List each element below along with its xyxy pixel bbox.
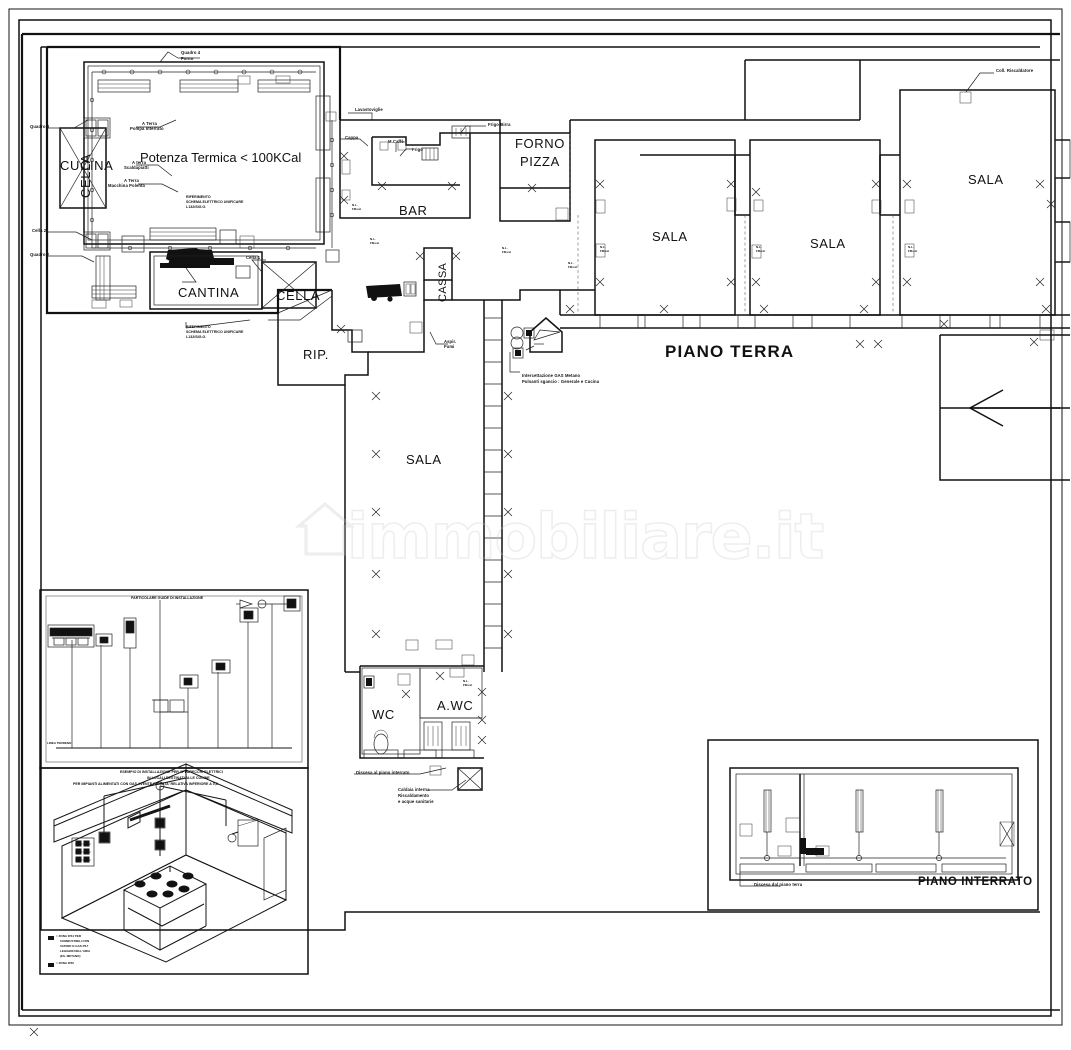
tag-nl-6-line2: FM-ret [370, 241, 380, 245]
annotation-aspir-fumi-line1: Aspir. [444, 339, 457, 344]
tag-nl-8-line1: N.L. [463, 679, 469, 683]
tag-nl-2-line2: FM-ret [568, 265, 578, 269]
room-label-awc: A.WC [437, 698, 474, 713]
tag-nl-7-line1: N.L. [502, 246, 508, 250]
detail-panel-bottom-caption-line3: PER IMPIANTI ALIMENTATI CON GAS AVENTE D… [73, 782, 218, 786]
tag-nl-7-line2: FM-ret [502, 250, 512, 254]
annotation-quadro-4-line2: Forno [181, 56, 194, 61]
detail-panel-kitchen-3d [39, 763, 309, 975]
room-label-cucina: CUCINA [60, 158, 114, 173]
piano-interrato-panel [707, 739, 1039, 911]
annotation-scaldapiatti-line2: Scaldapiatti [124, 165, 149, 170]
annotation-macchina-polenta-line1: A Terra [124, 178, 139, 183]
tag-nl-5-line1: N.L. [352, 203, 358, 207]
room-label-cella-1: CELLA [78, 153, 93, 198]
room-label-cella-2: CELLA [276, 288, 321, 303]
annotation-scaldapiatti-line1: A terra [132, 160, 147, 165]
annotation-frigo: Frigo [412, 147, 423, 152]
tag-nl-5-line2: FM-ret [352, 207, 362, 211]
annotation-cella-2: Cella 2 [32, 228, 47, 233]
room-label-forno-pizza-line1: FORNO [515, 136, 565, 151]
floor-label-piano-terra: PIANO TERRA [665, 342, 795, 361]
annotation-coll-riscaldatore: Coll. Riscaldatore [996, 68, 1034, 73]
room-label-sala-3: SALA [968, 172, 1004, 187]
gas-symbol-cluster [510, 317, 563, 359]
annotation-quadro-4-line1: Quadro 4 [181, 50, 201, 55]
room-label-cantina: CANTINA [178, 285, 240, 300]
annotation-riferimento-1-line1: RIFERIMENTO [186, 195, 211, 199]
tag-nl-3-line2: FM-ret [756, 249, 766, 253]
tag-nl-1-line1: N.L. [600, 245, 606, 249]
detail-legend-line4: LEGGERI DELL'ARIA [60, 949, 91, 953]
tag-nl-2-line1: N.L. [568, 261, 574, 265]
annotation-macchina-polenta-line2: Macchina Polenta [108, 183, 145, 188]
sheet-border [8, 8, 1063, 1026]
annotation-riferimento-2-line1: RIFERIMENTO [186, 325, 211, 329]
annotation-caldaia-line1: Caldaia interna [398, 787, 430, 792]
detail-panel-top-baseline-label: LINEA TERRENO [47, 741, 72, 745]
annotation-aspir-fumi-line2: Fumi [444, 344, 455, 349]
annotation-quadro-3: Quadro 3 [30, 124, 50, 129]
annotation-gas-metano-line1: Intercettazione GAS Metano [522, 373, 581, 378]
leader-lines [47, 51, 994, 791]
annotation-m-caffe: M.Caffè [388, 139, 404, 144]
annotation-quadro-2: Quadro 2 [30, 252, 50, 257]
room-label-sala-main: SALA [406, 452, 442, 467]
detail-panel-top-title: PARTICOLARE GUIDE DI INSTALLAZIONE [131, 596, 204, 600]
detail-panel-bottom-caption-line2: IN LOCALI DESTINATI ALLE CUCINE [147, 776, 210, 780]
detail-legend-line1: = ZONA IP44 PER [56, 934, 81, 938]
detail-panel-bottom-caption-line1: ESEMPIO DI INSTALLAZIONE PER APPARECCHI … [120, 770, 223, 774]
tag-nl-1-line2: FM-ret [600, 249, 610, 253]
wc-block [359, 665, 487, 791]
annotation-discesa-dal-piano-terra: Discesa dal piano terra [754, 882, 803, 887]
annotation-riferimento-2-line2: SCHEMA ELETTRICO UNIFICARE [186, 330, 244, 334]
annotation-quadro-1: Quadro 1 [183, 263, 203, 268]
tag-nl-8-line2: FM-ret [463, 683, 473, 687]
detail-legend-line3: VAPORI O GAS PIU' [60, 944, 89, 948]
annotation-gas-metano-line2: Pulsanti sgancio : Generale e Cucina [522, 379, 600, 384]
room-label-sala-2: SALA [810, 236, 846, 251]
room-label-rip: RIP. [303, 347, 330, 362]
annotation-caldaia-line3: e acque sanitarie [398, 799, 434, 804]
annotation-cella-1: Cella 1 [246, 255, 261, 260]
room-label-forno-pizza-line2: PIZZA [520, 154, 560, 169]
tag-nl-4-line1: N.L. [908, 245, 914, 249]
annotation-riferimento-1-line2: SCHEMA ELETTRICO UNIFICARE [186, 200, 244, 204]
annotation-pompa-interrato-line2: Pompa Interrato [130, 126, 164, 131]
annotation-caldaia-line2: Riscaldamento [398, 793, 430, 798]
room-label-bar: BAR [399, 203, 428, 218]
annotation-riferimento-1-line3: L132/SIG.G. [186, 205, 207, 209]
detail-panel-installation [39, 589, 309, 769]
right-wing [559, 59, 1071, 481]
annotation-cappa: Cappa [345, 135, 359, 140]
annotation-frigo-birra: Frigo Birra [488, 122, 511, 127]
detail-legend-line2: COMBUSTIBILI CON [60, 939, 90, 943]
cassa-rip-block [277, 247, 461, 386]
room-label-cassa: CASSA [437, 262, 449, 302]
detail-legend-line6: = ZONA IP40 [56, 961, 74, 965]
detail-legend-line5: (ES. METANO) [60, 954, 81, 958]
room-label-sala-1: SALA [652, 229, 688, 244]
annotation-lavastoviglie: Lavastoviglie [355, 107, 383, 112]
annotation-riferimento-2-line3: L132/SIG.G. [186, 335, 207, 339]
room-note-cucina: Potenza Termica < 100KCal [140, 150, 302, 165]
sala-main-block [344, 289, 560, 673]
tag-nl-6-line1: N.L. [370, 237, 376, 241]
tag-nl-4-line2: FM-ret [908, 249, 918, 253]
annotation-discesa-piano-interrato: Discesa al piano interrato [356, 770, 410, 775]
room-label-wc: WC [372, 707, 395, 722]
floor-label-piano-interrato: PIANO INTERRATO [918, 876, 1033, 888]
annotation-pompa-interrato-line1: A Terra [142, 121, 157, 126]
tag-nl-3-line1: N.L. [756, 245, 762, 249]
